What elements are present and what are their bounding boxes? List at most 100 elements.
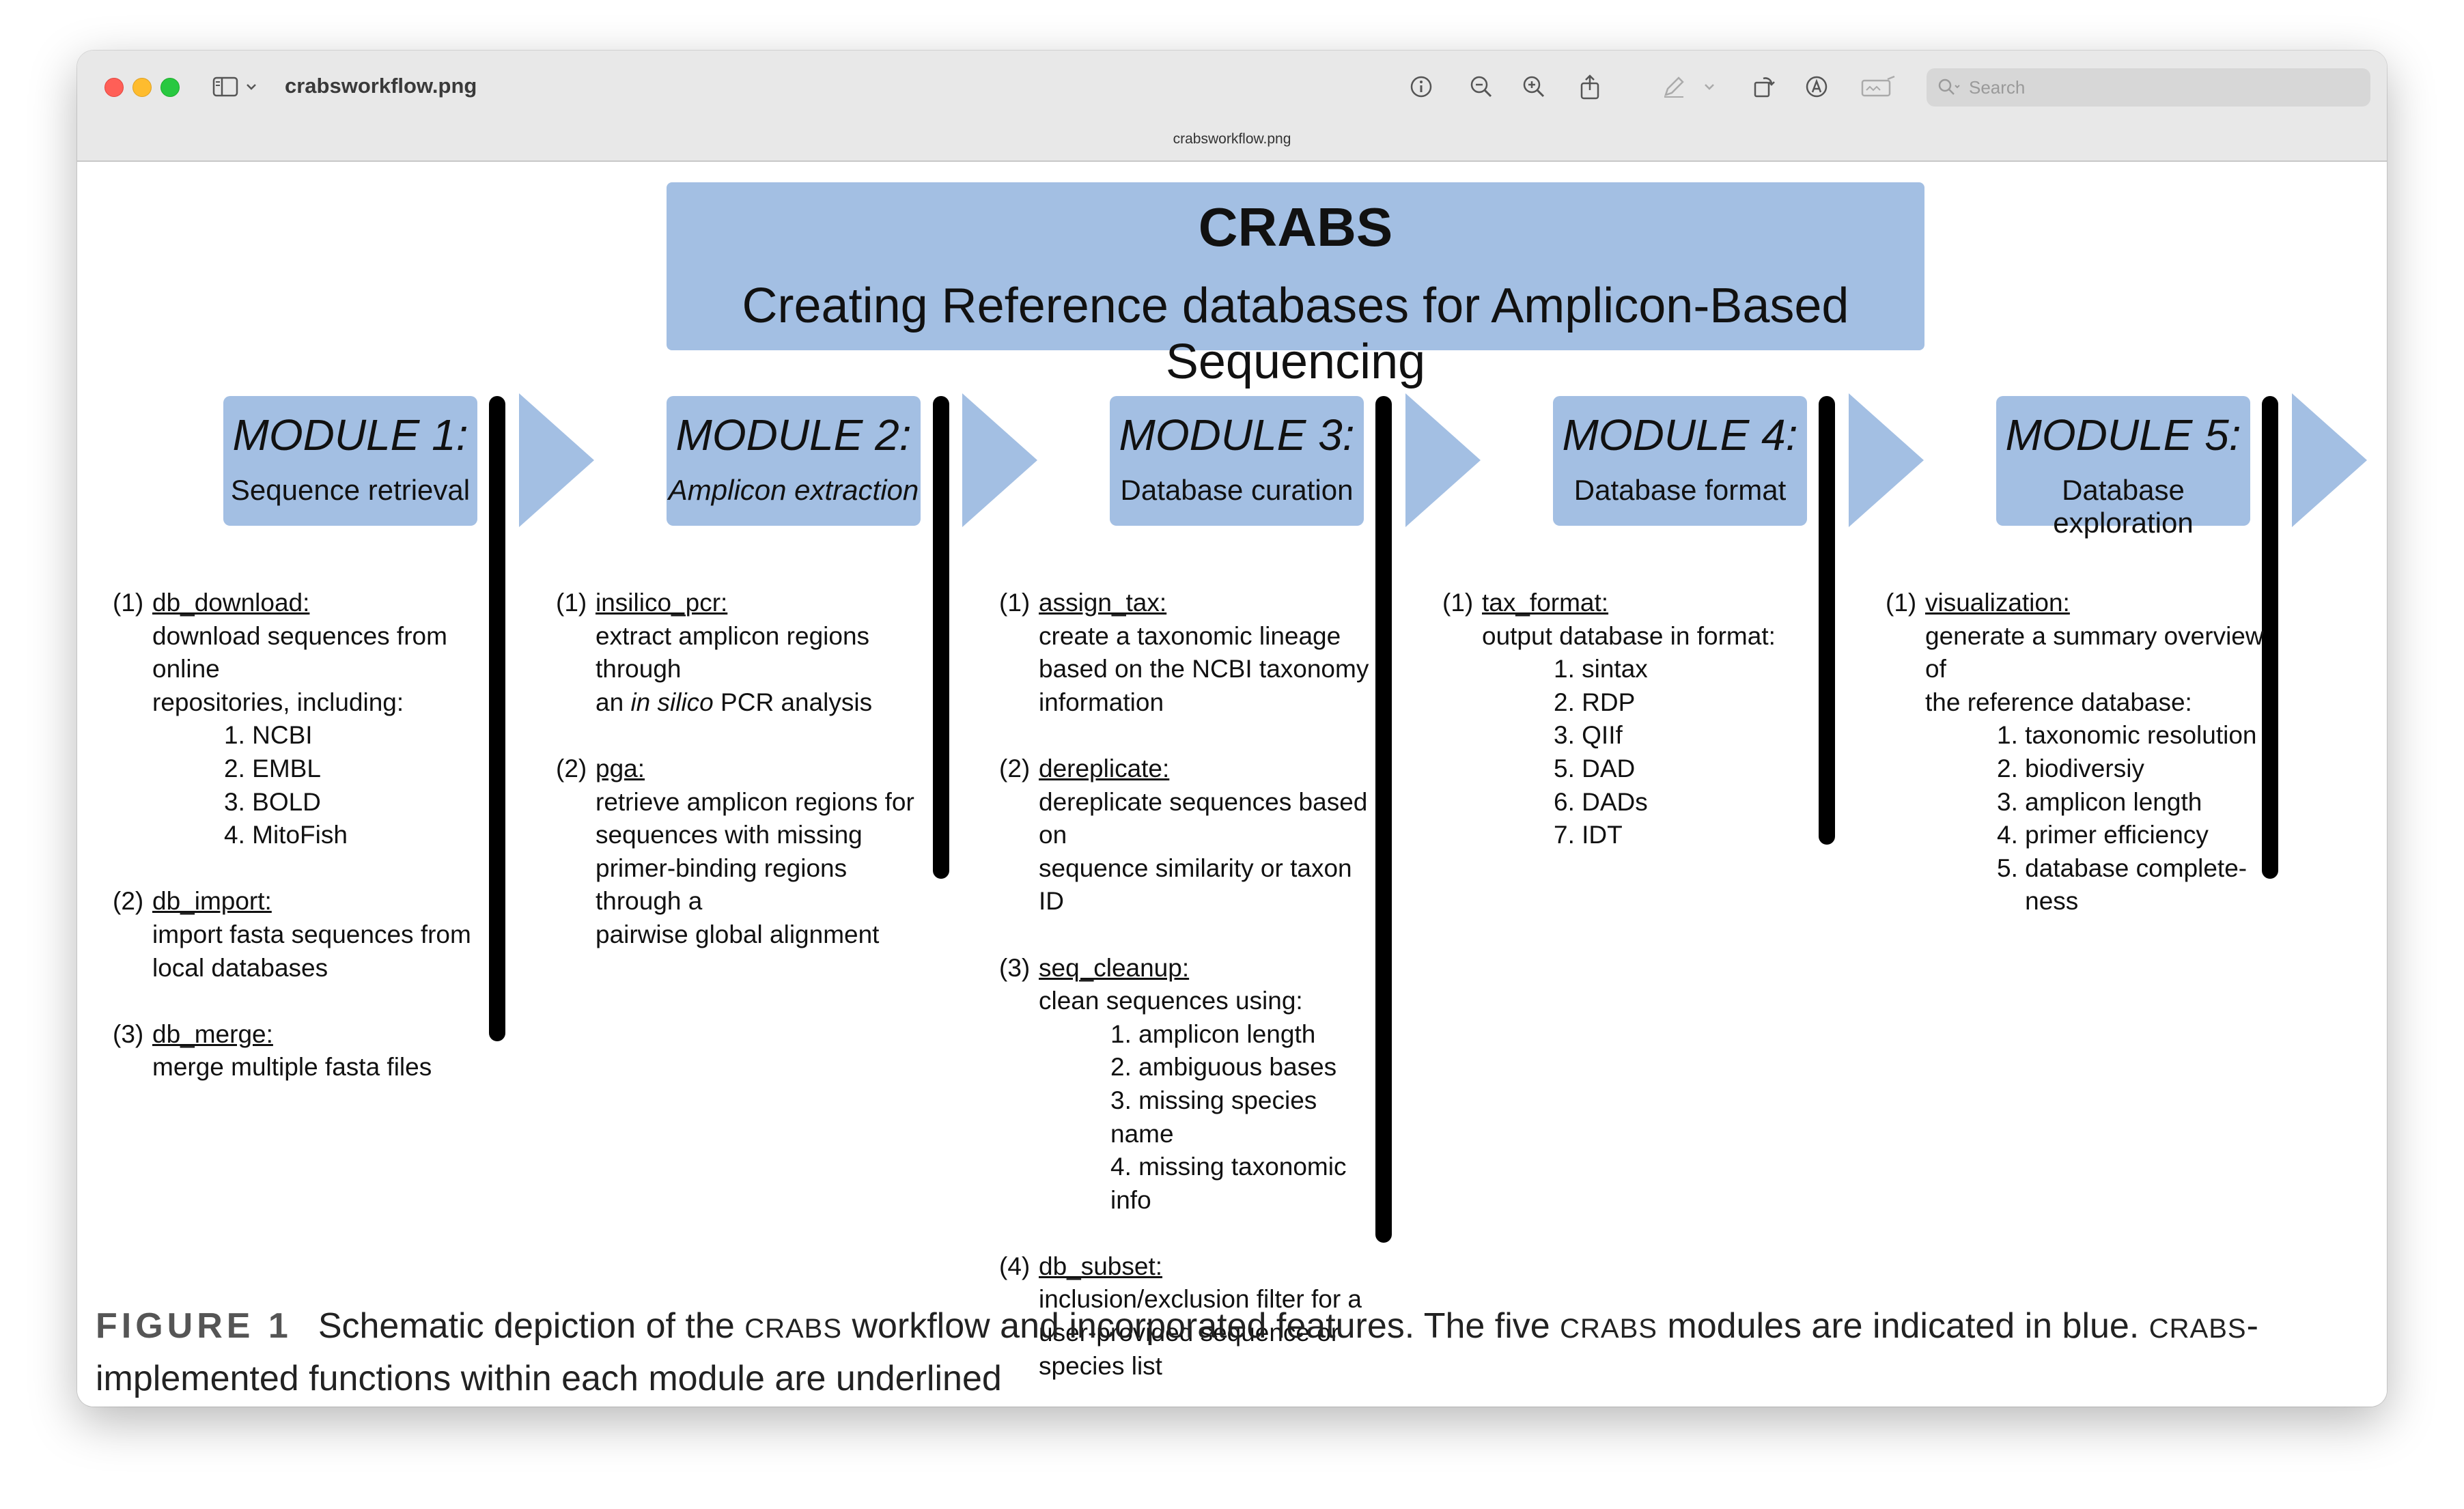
tab-title: crabsworkflow.png [1173, 131, 1291, 147]
function-desc-line: based on the NCBI taxonomy [1039, 655, 1369, 683]
function-name: db_merge: [152, 1019, 273, 1048]
function-desc-line: the reference database: [1925, 688, 2192, 716]
function-name: tax_format: [1482, 589, 1609, 617]
document-title: crabsworkflow.png [285, 74, 477, 98]
signature-icon[interactable] [1860, 73, 1898, 100]
function-desc-line: information [1039, 688, 1164, 716]
arrow-icon [519, 393, 594, 527]
module-2-divider [933, 396, 949, 879]
function-name: assign_tax: [1039, 589, 1167, 617]
function-desc-line: import fasta sequences from [152, 920, 471, 948]
format-item: 7. IDT [1554, 821, 1623, 849]
source-item: 1. NCBI [224, 721, 313, 750]
function-item: (2) dereplicate: dereplicate sequences b… [999, 752, 1382, 918]
module-5-box: MODULE 5: Database exploration [1996, 396, 2250, 539]
summary-item: 1. taxonomic resolution [1997, 721, 2257, 750]
module-4-box: MODULE 4: Database format [1553, 396, 1807, 526]
arrow-icon [962, 393, 1037, 527]
module-5-subtitle: Database exploration [2053, 474, 2194, 539]
function-number: (3) [113, 1019, 144, 1048]
arrow-icon [1405, 393, 1481, 527]
function-desc-line: species list [1039, 1351, 1162, 1380]
figure-title: CRABS [1198, 197, 1393, 257]
module-5-divider [2262, 396, 2278, 879]
source-item: 2. EMBL [224, 754, 321, 782]
format-item: 3. QIIf [1554, 721, 1623, 750]
function-desc-line: retrieve amplicon regions for [596, 787, 914, 816]
figure-subtitle: Creating Reference databases for Amplico… [742, 279, 1849, 389]
module-4-functions: (1) tax_format: output database in forma… [1442, 587, 1825, 852]
function-item: (2) pga: retrieve amplicon regions for s… [556, 752, 938, 952]
function-name: seq_cleanup: [1039, 953, 1190, 982]
cleanup-item: 1. amplicon length [1110, 1019, 1316, 1048]
function-number: (1) [113, 589, 144, 617]
function-desc-line: clean sequences using: [1039, 987, 1303, 1015]
chevron-down-icon[interactable] [1703, 73, 1716, 100]
title-bar: crabsworkflow.png Search [77, 51, 2387, 162]
function-desc-line: an in silico PCR analysis [596, 688, 873, 716]
module-5-name: MODULE 5: [2005, 410, 2241, 460]
function-name: db_subset: [1039, 1252, 1163, 1280]
cleanup-item: 2. ambiguous bases [1110, 1053, 1337, 1082]
markup-icon[interactable] [1803, 73, 1830, 100]
function-name: insilico_pcr: [596, 589, 728, 617]
minimize-button[interactable] [132, 78, 152, 97]
close-button[interactable] [104, 78, 124, 97]
function-number: (2) [999, 754, 1031, 782]
function-name: db_download: [152, 589, 310, 617]
function-number: (1) [556, 589, 587, 617]
function-desc-line: primer-binding regions through a [596, 854, 848, 916]
module-1-name: MODULE 1: [232, 410, 468, 460]
function-number: (3) [999, 953, 1031, 982]
summary-item: 3. amplicon length [1997, 787, 2202, 816]
chevron-down-icon[interactable] [244, 73, 258, 100]
module-2-box: MODULE 2: Amplicon extraction [667, 396, 921, 526]
function-desc-line: extract amplicon regions through [596, 621, 870, 683]
zoom-button[interactable] [160, 78, 180, 97]
search-field[interactable]: Search [1927, 68, 2370, 107]
function-item: (1) tax_format: output database in forma… [1442, 587, 1825, 852]
function-name: dereplicate: [1039, 754, 1170, 782]
sidebar-icon[interactable] [212, 73, 239, 100]
function-number: (1) [1886, 589, 1917, 617]
function-desc-line: sequence similarity or taxon ID [1039, 854, 1352, 916]
function-desc-line: download sequences from online [152, 621, 447, 683]
summary-item: 4. primer efficiency [1997, 821, 2209, 849]
module-4-name: MODULE 4: [1562, 410, 1798, 460]
module-5-functions: (1) visualization: generate a summary ov… [1886, 587, 2268, 918]
preview-window: crabsworkflow.png Search [77, 51, 2387, 1407]
share-icon[interactable] [1576, 73, 1604, 100]
function-name: pga: [596, 754, 645, 782]
search-placeholder: Search [1969, 76, 2026, 98]
format-item: 1. sintax [1554, 655, 1648, 683]
zoom-in-icon[interactable] [1520, 73, 1548, 100]
format-item: 5. DAD [1554, 754, 1636, 782]
source-item: 4. MitoFish [224, 821, 348, 849]
function-desc-line: dereplicate sequences based on [1039, 787, 1368, 849]
function-number: (2) [113, 887, 144, 916]
function-desc-line: pairwise global alignment [596, 920, 880, 948]
module-4-divider [1819, 396, 1835, 845]
arrow-icon [2292, 393, 2367, 527]
module-3-functions: (1) assign_tax: create a taxonomic linea… [999, 587, 1382, 1383]
module-1-divider [489, 396, 505, 1041]
summary-item: 2. biodiversiy [1997, 754, 2144, 782]
info-icon[interactable] [1408, 73, 1435, 100]
cleanup-item: 3. missing species name [1110, 1086, 1317, 1148]
markup-pen-icon[interactable] [1660, 73, 1688, 100]
function-item: (3) db_merge: merge multiple fasta files [113, 1018, 495, 1084]
module-2-name: MODULE 2: [675, 410, 912, 460]
function-number: (2) [556, 754, 587, 782]
module-2-subtitle: Amplicon extraction [668, 474, 919, 506]
image-canvas: CRABS Creating Reference databases for A… [77, 162, 2387, 1407]
summary-item: 5. database complete- [1997, 854, 2248, 882]
function-number: (4) [999, 1252, 1031, 1280]
rotate-icon[interactable] [1750, 73, 1778, 100]
module-1-functions: (1) db_download: download sequences from… [113, 587, 495, 1084]
search-icon [1938, 79, 1960, 95]
module-2-functions: (1) insilico_pcr: extract amplicon regio… [556, 587, 938, 952]
zoom-out-icon[interactable] [1468, 73, 1495, 100]
function-desc-line: create a taxonomic lineage [1039, 621, 1341, 650]
function-item: (2) db_import: import fasta sequences fr… [113, 885, 495, 985]
